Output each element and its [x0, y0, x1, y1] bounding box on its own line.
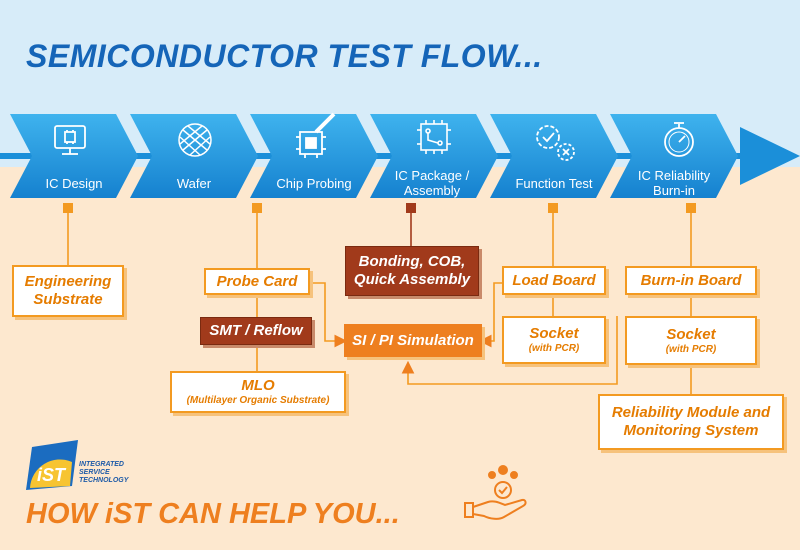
- logo-text: INTEGRATED SERVICE TECHNOLOGY: [79, 461, 129, 484]
- step-wafer: Wafer: [176, 176, 212, 191]
- connector-node: [406, 203, 416, 213]
- logo-mark: iST: [37, 465, 67, 485]
- step-chip-probing: Chip Probing: [276, 176, 352, 191]
- box-engineering-substrate: Engineering Substrate: [12, 265, 124, 317]
- tagline: HOW iST CAN HELP YOU...: [26, 498, 400, 530]
- box-burn-in-board: Burn-in Board: [625, 266, 757, 295]
- box-sublabel: (Multilayer Organic Substrate): [186, 395, 330, 406]
- ist-logo: iST: [26, 440, 78, 490]
- probe-chip-icon: [296, 112, 336, 158]
- chevron-ic-package: [370, 114, 498, 198]
- box-socket-burn-in: Socket (with PCR): [625, 316, 757, 365]
- step-ic-package: IC Package / Assembly: [394, 168, 470, 198]
- chevron-chip-probing: [250, 114, 378, 198]
- circuit-chip-icon: [417, 120, 451, 154]
- box-label: Socket: [529, 325, 579, 342]
- connector-node: [686, 203, 696, 213]
- step-function-test: Function Test: [515, 176, 593, 191]
- box-socket-function-test: Socket (with PCR): [502, 316, 606, 364]
- box-load-board: Load Board: [502, 266, 606, 295]
- box-label: MLO: [241, 377, 275, 394]
- box-smt-reflow: SMT / Reflow: [200, 317, 312, 345]
- box-sublabel: (with PCR): [665, 343, 717, 355]
- box-label: Reliability Module and Monitoring System: [611, 404, 771, 439]
- box-reliability-module: Reliability Module and Monitoring System: [598, 394, 784, 450]
- box-label: Burn-in Board: [640, 271, 742, 289]
- step-ic-design: IC Design: [45, 176, 103, 191]
- box-label: Probe Card: [216, 272, 298, 290]
- connector-lines: [67, 210, 692, 394]
- helping-hand-icon: [464, 465, 527, 520]
- gears-icon: [536, 125, 575, 161]
- connector-node: [548, 203, 558, 213]
- connector-node: [63, 203, 73, 213]
- box-label: Load Board: [512, 271, 596, 289]
- box-probe-card: Probe Card: [204, 268, 310, 295]
- box-label: Engineering Substrate: [24, 273, 112, 308]
- box-label: Bonding, COB, Quick Assembly: [353, 253, 471, 288]
- stopwatch-icon: [664, 122, 694, 157]
- box-mlo: MLO (Multilayer Organic Substrate): [170, 371, 346, 413]
- chevron-ic-design: [10, 114, 138, 198]
- box-label: SMT / Reflow: [209, 322, 303, 339]
- box-sublabel: (with PCR): [528, 343, 580, 354]
- box-si-pi-simulation: SI / PI Simulation: [344, 324, 482, 357]
- box-bonding: Bonding, COB, Quick Assembly: [345, 246, 479, 296]
- monitor-chip-icon: [54, 125, 86, 155]
- step-ic-reliability: IC Reliability Burn-in: [637, 168, 711, 198]
- wafer-icon: [178, 123, 212, 157]
- flow-arrow-shaft: [0, 153, 770, 159]
- box-label: SI / PI Simulation: [352, 331, 474, 349]
- box-label: Socket: [666, 325, 716, 343]
- chevron-function-test: [490, 114, 618, 198]
- flow-arrow-head: [740, 127, 800, 185]
- page-title: SEMICONDUCTOR TEST FLOW...: [26, 38, 543, 74]
- connector-node: [252, 203, 262, 213]
